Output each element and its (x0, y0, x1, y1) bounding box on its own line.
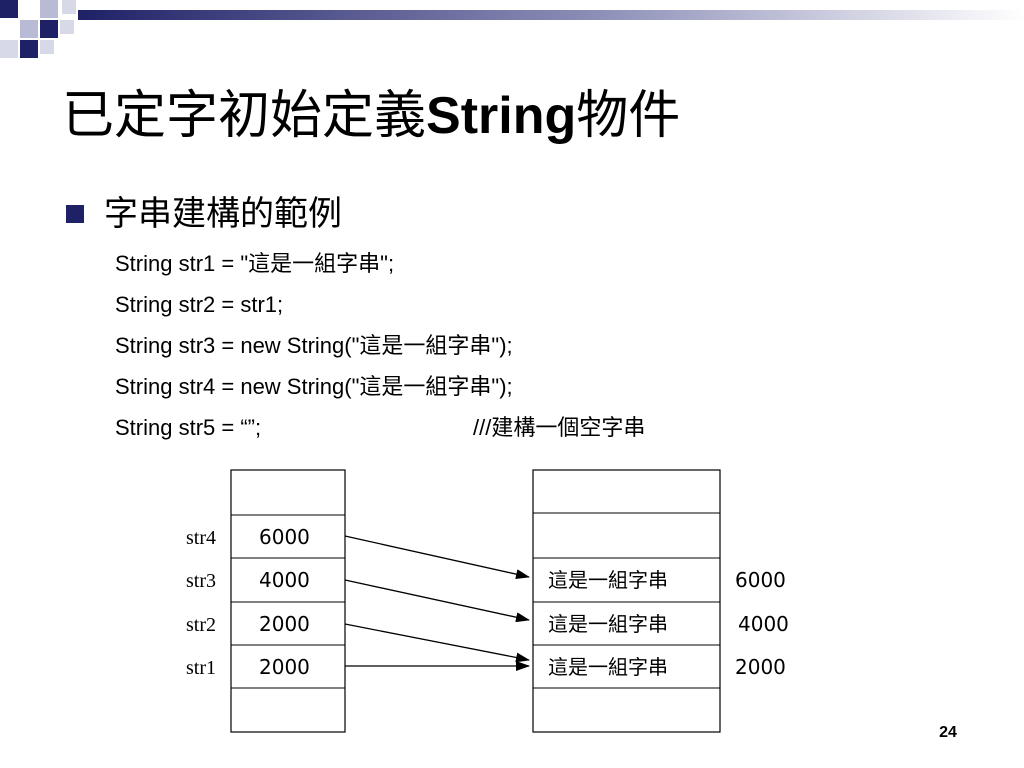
code-comment: ///建構一個空字串 (473, 415, 646, 440)
code-line: String str5 = “”; ///建構一個空字串 (115, 412, 645, 453)
ref-value: 2000 (259, 612, 310, 636)
code-line: String str1 = "這是一組字串"; (115, 248, 513, 289)
object-text: 這是一組字串 (548, 568, 668, 592)
header-banner (0, 0, 1024, 58)
reference-stack (230, 469, 346, 733)
object-text: 這是一組字串 (548, 655, 668, 679)
ref-name: str4 (186, 527, 216, 549)
ref-name: str1 (186, 657, 216, 679)
code-line: String str3 = new String("這是一組字串"); (115, 330, 513, 371)
ref-name: str2 (186, 614, 216, 636)
code-line: String str2 = str1; (115, 289, 513, 330)
slide-title: 已定字初始定義String物件 (62, 80, 680, 152)
ref-value: 4000 (259, 568, 310, 592)
ref-value: 6000 (259, 525, 310, 549)
code-block: String str1 = "這是一組字串"; String str2 = st… (115, 248, 645, 453)
object-address: 4000 (738, 612, 789, 636)
ref-value: 2000 (259, 655, 310, 679)
object-heap (532, 469, 721, 733)
code-text: String str1 = "這是一組字串"; (115, 251, 395, 276)
code-text: String str3 = new String("這是一組字串"); (115, 333, 513, 358)
arrow-str4-to-object (344, 535, 530, 580)
page-number: 24 (939, 724, 957, 741)
code-text: String str5 = “”; (115, 415, 262, 440)
object-address: 2000 (735, 655, 786, 679)
title-suffix: 物件 (576, 86, 681, 146)
code-line: String str4 = new String("這是一組字串"); (115, 371, 513, 412)
code-text: String str2 = str1; (115, 292, 284, 317)
arrow-str2-to-object (344, 623, 530, 663)
arrow-str3-to-object (344, 579, 530, 623)
object-address: 6000 (735, 568, 786, 592)
title-bold: String (426, 87, 577, 145)
bullet-item: 字串建構的範例 (62, 190, 342, 238)
object-text: 這是一組字串 (548, 612, 668, 636)
square-bullet-icon (66, 205, 84, 223)
ref-name: str3 (186, 570, 216, 592)
code-text: String str4 = new String("這是一組字串"); (115, 374, 513, 399)
bullet-text: 字串建構的範例 (104, 194, 342, 234)
title-prefix: 已定字初始定義 (62, 86, 427, 146)
